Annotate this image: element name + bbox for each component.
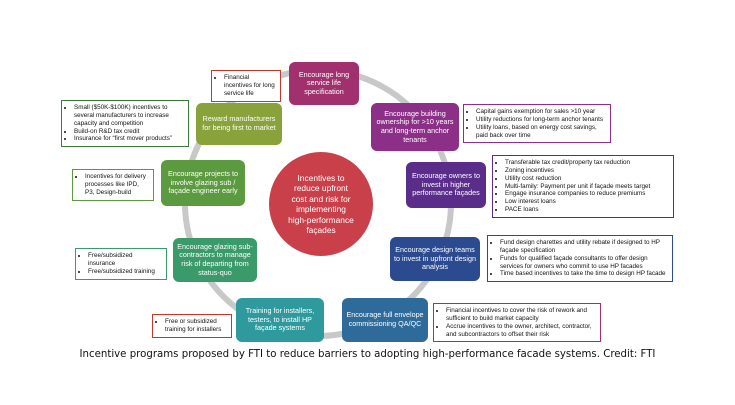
callout-item: Accrue incentives to the owner, architec…	[446, 323, 595, 339]
callout-item: Financial incentives to cover the risk o…	[446, 307, 595, 323]
node-service-life: Encourage long service life specificatio…	[289, 62, 359, 105]
callout-list: Transferable tax credit/property tax red…	[498, 159, 668, 214]
callout-owners-invest: Transferable tax credit/property tax red…	[492, 155, 674, 219]
callout-item: Utility reductions for long-term anchor …	[476, 116, 605, 124]
callout-design-teams: Fund design charettes and utility rebate…	[487, 235, 673, 283]
node-label: Training for installers, testers, to ins…	[245, 306, 315, 333]
center-label: Incentives to reduce upfront cost and ri…	[288, 172, 354, 236]
callout-list: Free or subsidized training for installe…	[158, 318, 226, 334]
callout-item: Transferable tax credit/property tax red…	[505, 159, 668, 167]
callout-item: Low interest loans	[505, 198, 668, 206]
callout-item: Engage insurance companies to reduce pre…	[505, 190, 668, 198]
figure-caption: Incentive programs proposed by FTI to re…	[79, 349, 656, 360]
node-label: Encourage full envelope commissioning QA…	[346, 310, 424, 328]
node-label: Encourage glazing sub-contractors to man…	[177, 241, 253, 277]
callout-list: Small ($50K-$100K) incentives to several…	[67, 104, 183, 143]
node-design-teams: Encourage design teams to invest in upfr…	[390, 237, 480, 281]
callout-ownership: Capital gains exemption for sales >10 ye…	[463, 104, 611, 144]
callout-item: Funds for qualified façade consultants t…	[500, 255, 667, 271]
callout-item: Build-on R&D tax credit	[74, 128, 183, 136]
callout-manufacturers: Small ($50K-$100K) incentives to several…	[61, 100, 189, 148]
callout-item: Financial incentives for long service li…	[224, 74, 275, 98]
node-label: Encourage owners to invest in higher per…	[412, 171, 480, 198]
callout-list: Free/subsidized insurance Free/subsidize…	[81, 252, 161, 276]
callout-list: Financial incentives for long service li…	[217, 74, 275, 98]
callout-subcontractors: Free/subsidized insurance Free/subsidize…	[75, 248, 167, 280]
node-engineer: Encourage projects to involve glazing su…	[161, 160, 245, 206]
callout-item: Zoning incentives	[505, 167, 668, 175]
node-label: Encourage long service life specificatio…	[298, 69, 350, 96]
callout-item: Fund design charettes and utility rebate…	[500, 239, 667, 255]
node-label: Reward manufacturers for being first to …	[202, 114, 276, 132]
callout-item: Incentives for delivery processes like I…	[85, 173, 148, 197]
node-subcontractors: Encourage glazing sub-contractors to man…	[173, 238, 257, 282]
callout-list: Incentives for delivery processes like I…	[78, 173, 148, 197]
callout-item: Small ($50K-$100K) incentives to several…	[74, 104, 183, 128]
callout-item: Utility cost reduction	[505, 175, 668, 183]
callout-item: Free/subsidized insurance	[88, 252, 161, 268]
node-ownership: Encourage building ownership for >10 yea…	[371, 103, 459, 151]
callout-training: Free or subsidized training for installe…	[152, 314, 232, 338]
callout-item: Free/subsidized training	[88, 268, 161, 276]
callout-item: Insurance for “first mover products”	[74, 135, 183, 143]
callout-engineer: Incentives for delivery processes like I…	[72, 169, 154, 201]
callout-commissioning: Financial incentives to cover the risk o…	[433, 303, 601, 343]
node-manufacturers: Reward manufacturers for being first to …	[196, 103, 282, 145]
callout-item: Utility loans, based on energy cost savi…	[476, 124, 605, 140]
node-label: Encourage building ownership for >10 yea…	[376, 108, 454, 144]
callout-item: Capital gains exemption for sales >10 ye…	[476, 108, 605, 116]
callout-item: Multi-family: Payment per unit if façade…	[505, 183, 668, 191]
center-circle: Incentives to reduce upfront cost and ri…	[269, 152, 373, 256]
callout-service-life: Financial incentives for long service li…	[211, 70, 281, 102]
callout-item: PACE loans	[505, 206, 668, 214]
callout-list: Capital gains exemption for sales >10 ye…	[469, 108, 605, 139]
node-label: Encourage design teams to invest in upfr…	[394, 245, 476, 272]
callout-list: Financial incentives to cover the risk o…	[439, 307, 595, 338]
callout-list: Fund design charettes and utility rebate…	[493, 239, 667, 278]
node-owners-invest: Encourage owners to invest in higher per…	[406, 162, 486, 208]
node-training: Training for installers, testers, to ins…	[236, 298, 324, 342]
callout-item: Time based incentives to take the time t…	[500, 270, 667, 278]
node-commissioning: Encourage full envelope commissioning QA…	[342, 298, 428, 342]
callout-item: Free or subsidized training for installe…	[165, 318, 226, 334]
node-label: Encourage projects to involve glazing su…	[168, 169, 238, 196]
